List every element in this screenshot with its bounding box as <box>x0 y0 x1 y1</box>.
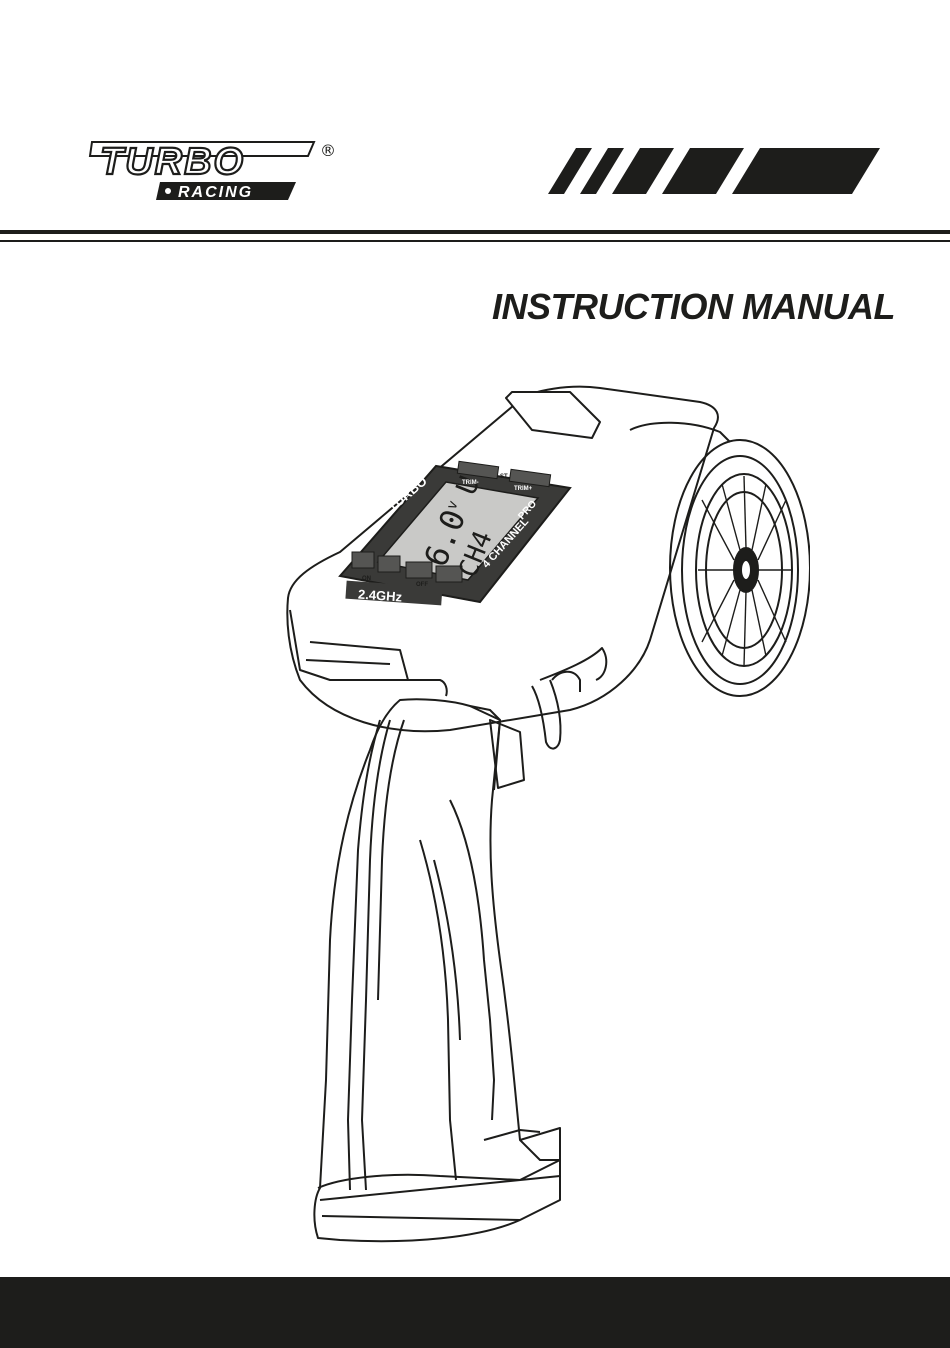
st-label: ST <box>500 474 508 480</box>
page-title: INSTRUCTION MANUAL <box>492 286 895 328</box>
logo-word: TURBO <box>100 141 245 183</box>
registered-mark: ® <box>320 141 336 160</box>
off-label: OFF <box>416 582 428 588</box>
footer-bar <box>0 1277 950 1348</box>
header-rule-thick <box>0 230 950 234</box>
turbo-racing-logo: TURBO RACING ® <box>86 136 346 206</box>
trim-left-label: TRIM- <box>462 480 479 486</box>
on-label: ON <box>362 576 371 582</box>
header-rule-thin <box>0 240 950 242</box>
logo-wordmark: TURBO RACING ® <box>90 141 336 201</box>
band-label: 2.4GHz <box>358 586 404 604</box>
logo-subword: RACING <box>178 184 253 201</box>
rc-transmitter-illustration: 6.0 v U CH4 TURBO 4 CHANNEL PRO 2.4GHz T… <box>270 380 810 1250</box>
speed-stripes-graphic <box>548 148 880 194</box>
control-panel: 6.0 v U CH4 TURBO 4 CHANNEL PRO 2.4GHz T… <box>340 461 570 605</box>
trim-right-label: TRIM+ <box>514 486 533 492</box>
